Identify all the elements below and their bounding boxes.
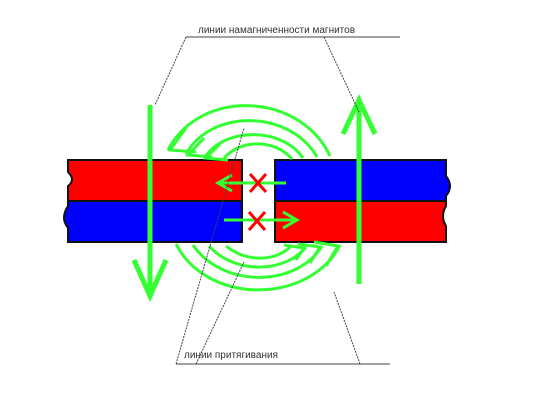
bottom-field-line-3	[207, 244, 308, 269]
left-magnet	[63, 159, 243, 243]
bottom-leader-mid	[333, 291, 361, 365]
gap-arrow-lower-head	[282, 210, 301, 230]
top-label: линии намагниченности магнитов	[198, 25, 355, 36]
left-magnet-north-pole	[67, 159, 243, 202]
bottom-leader-right	[195, 261, 245, 365]
top-field-line-4	[222, 142, 294, 161]
bottom-arrowhead-3	[283, 243, 307, 261]
cross-mark-lower	[247, 211, 267, 231]
right-up-arrow-head	[340, 94, 378, 136]
right-magnet-blue-pole	[274, 159, 451, 202]
top-field-line-3	[203, 133, 305, 159]
right-magnet	[274, 159, 451, 243]
gap-arrow-upper-head	[214, 173, 233, 193]
bottom-arrowhead-1	[313, 240, 341, 267]
left-down-arrow-head	[131, 258, 169, 303]
top-field-line-2	[184, 119, 319, 158]
cross-mark-upper	[248, 173, 268, 193]
bottom-field-lines	[174, 240, 342, 292]
bottom-field-line-4	[225, 244, 292, 260]
bottom-arrowhead-2	[297, 242, 323, 264]
bottom-leader-left	[175, 127, 245, 365]
top-arrowhead-2	[184, 136, 213, 159]
top-arrowhead-1	[167, 127, 197, 154]
leader-lines	[154, 36, 400, 365]
magnetization-arrows	[131, 94, 378, 303]
left-magnet-south-pole	[63, 200, 243, 243]
top-leader-right	[323, 36, 360, 113]
cross-marks	[247, 173, 268, 231]
bottom-label: линии притягивания	[184, 350, 278, 361]
top-leader-left	[154, 36, 187, 106]
top-field-lines	[166, 104, 332, 162]
top-arrowhead-3	[202, 142, 229, 162]
